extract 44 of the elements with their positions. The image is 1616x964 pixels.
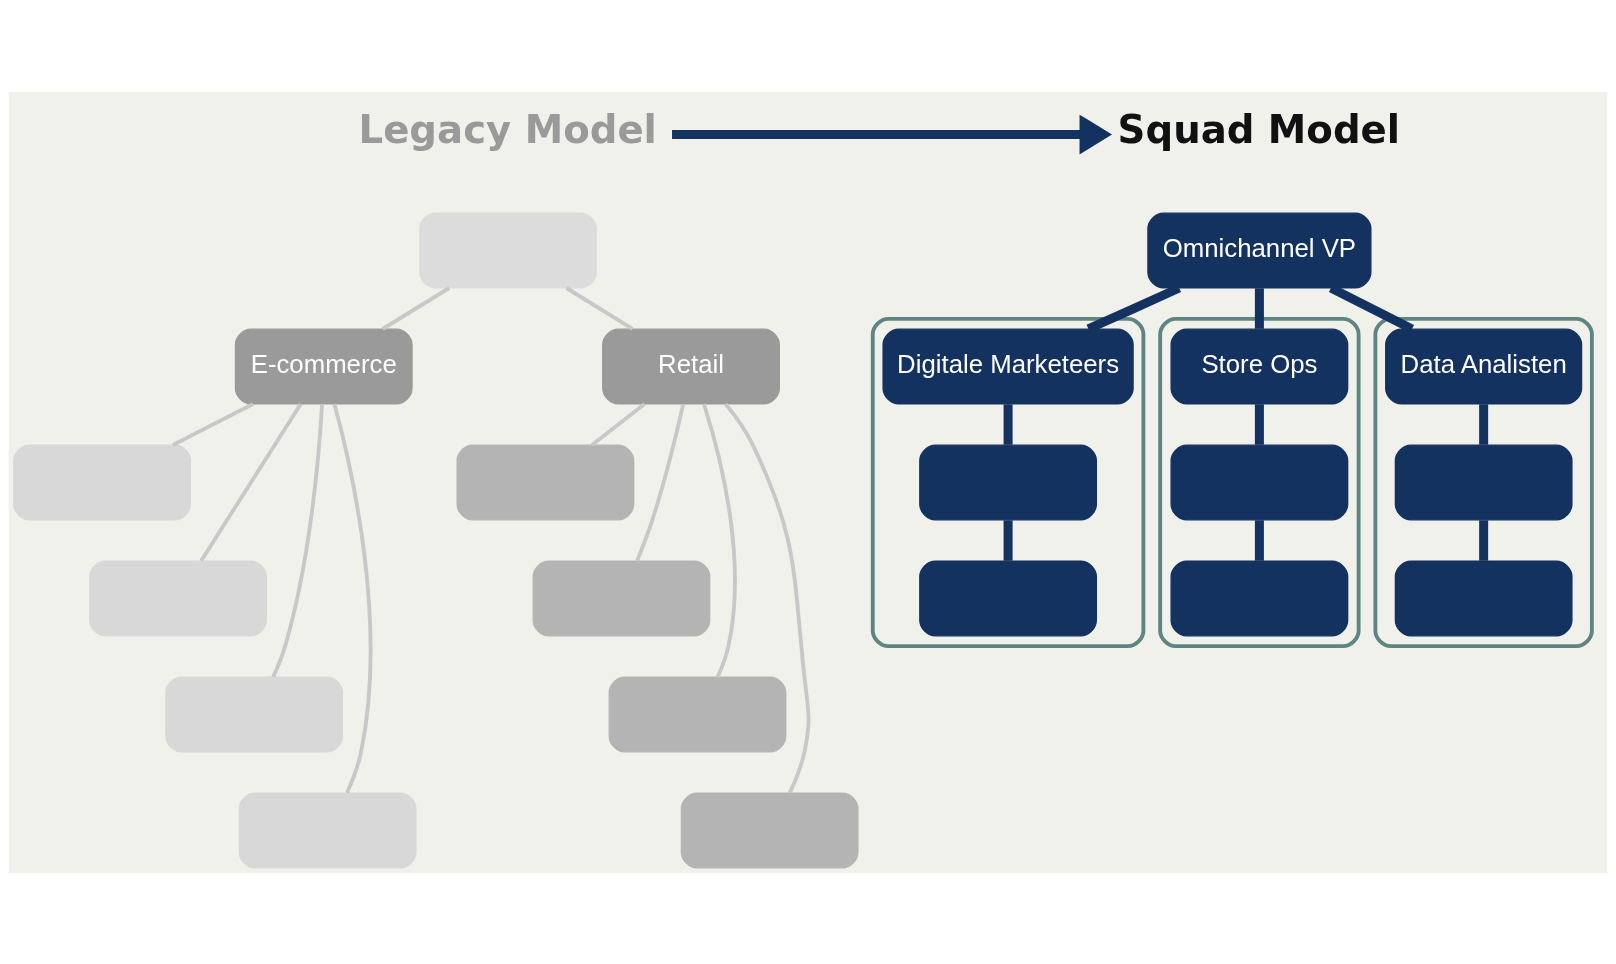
node-box: [1394, 559, 1573, 636]
connector: [271, 403, 325, 678]
node-box: Retail: [602, 328, 780, 405]
arrow: [672, 114, 1112, 154]
node-box: [13, 444, 191, 520]
node-box: [238, 791, 417, 868]
node-box: [680, 791, 859, 868]
connector: [381, 285, 451, 331]
connector: [702, 403, 737, 678]
node-box: Data Analisten: [1385, 328, 1583, 405]
connector: [1003, 403, 1013, 445]
cluster: [1158, 316, 1361, 648]
node-box: [532, 559, 711, 636]
connector: [332, 403, 373, 794]
node-box: [456, 444, 635, 520]
node-box: E-commerce: [234, 328, 413, 405]
node-box: [919, 559, 1097, 636]
node-text: Squad Model: [1117, 106, 1401, 152]
connector: [724, 402, 811, 794]
node-text: Legacy Model: [358, 106, 657, 152]
connector: [1254, 287, 1264, 329]
connector: [1254, 519, 1264, 561]
node-box: [419, 212, 597, 289]
connector: [590, 401, 646, 446]
node-box: [1394, 444, 1573, 520]
node-box: [165, 675, 344, 752]
connector: [172, 401, 254, 447]
node-box: Digitale Marketeers: [882, 328, 1134, 405]
node-box: [608, 675, 787, 752]
connector: [565, 285, 634, 331]
connector: [1003, 519, 1013, 561]
node-box: [919, 444, 1097, 520]
connector: [1479, 403, 1489, 445]
node-box: [89, 559, 268, 636]
connector: [199, 402, 303, 562]
connector: [1479, 519, 1489, 561]
node-box: Store Ops: [1170, 328, 1349, 405]
node-box: [1170, 444, 1349, 520]
cluster: [1373, 316, 1594, 648]
cluster: [870, 316, 1146, 648]
connector: [1254, 403, 1264, 445]
node-box: Omnichannel VP: [1147, 212, 1372, 289]
node-box: [1170, 559, 1349, 636]
connector: [635, 403, 686, 562]
